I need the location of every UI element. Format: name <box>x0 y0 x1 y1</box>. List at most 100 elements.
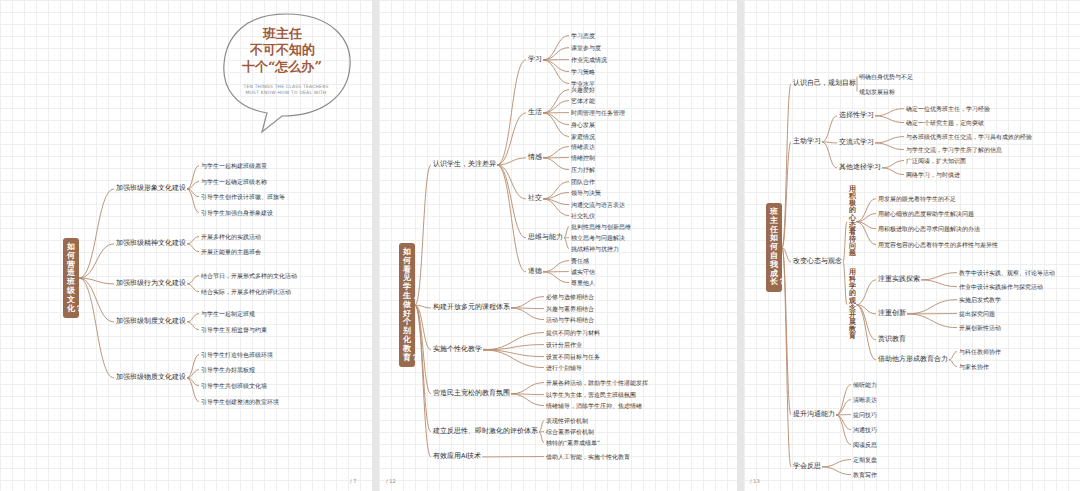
leaf-topic: 学习策略 <box>570 68 596 75</box>
topic-text: 学习 <box>528 56 542 64</box>
branch-line <box>949 352 957 360</box>
leaf-topic: 以学生为主体，营造民主班级氛围 <box>545 391 637 398</box>
topic-text: 独特的“素养成绩单” <box>546 439 600 446</box>
branch-line <box>543 147 569 158</box>
topic-text: 引导学生加强自身形象建设 <box>201 209 273 216</box>
topic-text: 情感 <box>528 154 542 162</box>
leaf-topic: 与学生一起构建班级愿景 <box>200 162 268 169</box>
topic-text: 尊重他人 <box>571 279 595 286</box>
topic-text: 与科任教师协作 <box>959 348 1001 355</box>
leaf-topic: 教育写作 <box>852 471 878 478</box>
topic-text: 阅读反思 <box>853 441 877 448</box>
branch-line <box>907 300 957 314</box>
topic-text: 学习态度 <box>571 32 595 39</box>
branch-line <box>497 113 526 165</box>
topic-text: 改变心态与观念 <box>793 258 842 266</box>
branch-line <box>857 214 877 222</box>
branch-line <box>782 142 791 248</box>
leaf-topic: 情绪控制 <box>570 154 596 161</box>
topic-text: 倾听能力 <box>853 381 877 388</box>
leaf-topic: 确定一个研究主题，定向突破 <box>905 119 985 126</box>
leaf-topic: 确定一位优秀班主任，学习经验 <box>905 105 991 112</box>
branch-line <box>543 261 569 272</box>
topic-text: 注重创新 <box>878 310 906 318</box>
topic-text: 加强班级精神文化建设 <box>116 240 186 248</box>
branch-line <box>543 193 569 199</box>
branch-line <box>949 360 957 367</box>
branch-line <box>483 333 544 350</box>
topic-text: 压力抒解 <box>571 166 595 173</box>
topic-text: 活动与学科相结合 <box>546 316 594 323</box>
leaf-topic: 用发展的眼光看待学生的不足 <box>877 195 957 202</box>
leaf-topic: 与学生交流，学习学生所了解的信息 <box>905 146 1003 153</box>
topic-text: 引导学生互相监督与约束 <box>201 326 267 333</box>
leaf-topic: 沟通技巧 <box>852 426 878 433</box>
topic-text: 提供不同的学习材料 <box>546 329 600 336</box>
branch-line <box>907 314 957 328</box>
branch-line <box>79 189 114 278</box>
leaf-topic: 艺体才能 <box>570 97 596 104</box>
topic-text: 情绪控制 <box>571 154 595 161</box>
topic-text: 必修与选修相结合 <box>546 293 594 300</box>
page-number: / 7 <box>350 478 356 484</box>
branch-line <box>543 101 569 113</box>
topic-text: 作业中设计实践操作与探究活动 <box>959 283 1043 290</box>
leaf-topic: 作业完成情况 <box>570 56 608 63</box>
topic-text: 有效应用AI技术 <box>433 453 481 461</box>
topic-text: 营造民主宽松的教育氛围 <box>433 390 510 398</box>
leaf-topic: 引导学生办好黑板报 <box>200 366 256 373</box>
branch-line <box>187 166 199 189</box>
leaf-topic: 定期复盘 <box>852 456 878 463</box>
topic-text: 进行个别辅导 <box>546 364 582 371</box>
leaf-topic: 引导学生共创班级文化墙 <box>200 382 268 389</box>
topic-text: 表现性评价机制 <box>546 417 588 424</box>
leaf-topic: 设置不同目标与任务 <box>545 353 601 360</box>
branch-line <box>843 262 847 305</box>
topic-text: 加强班级物质文化建设 <box>116 374 186 382</box>
topic-text: 赏识教育 <box>878 336 906 344</box>
leaf-topic: 开展多样化的实践活动 <box>200 233 262 240</box>
branch-line <box>543 113 569 125</box>
topic-text: 引导学生打造特色班级环境 <box>201 351 273 358</box>
leaf-topic: 兴趣与素养相结合 <box>545 305 595 312</box>
branch-line <box>187 355 199 378</box>
branch-line <box>511 383 544 394</box>
leaf-topic: 阅读反思 <box>852 441 878 448</box>
branch-line <box>822 460 851 467</box>
leaf-topic: 诚实守信 <box>570 268 596 275</box>
branch-line <box>836 415 851 430</box>
leaf-topic: 开展正能量的主题班会 <box>200 248 262 255</box>
branch-line <box>187 322 199 330</box>
branch-line <box>543 158 569 170</box>
topic-text: 与家长协作 <box>959 363 989 370</box>
branch-topic: 加强班级制度文化建设 <box>115 318 187 326</box>
topic-text: 其他途径学习 <box>839 164 881 172</box>
leaf-topic: 家庭情况 <box>570 133 596 140</box>
branch-topic: 加强班级形象文化建设 <box>115 185 187 193</box>
branch-line <box>822 116 837 142</box>
leaf-topic: 开展创新性活动 <box>958 324 1002 331</box>
topic-text: 结合实际，开展多样化的评比活动 <box>201 288 291 295</box>
leaf-topic: 必修与选修相结合 <box>545 293 595 300</box>
topic-text: 生活 <box>528 109 542 117</box>
branch-topic: 交流式学习 <box>838 139 875 147</box>
branch-line <box>187 378 199 402</box>
branch-line <box>483 350 544 368</box>
branch-line <box>497 60 526 165</box>
topic-text: 沟通技巧 <box>853 426 877 433</box>
branch-topic: 学习 <box>527 56 543 64</box>
branch-line <box>79 244 114 278</box>
branch-topic: 认识自己，规划目标 <box>792 80 857 88</box>
topic-text: 课堂参与度 <box>571 44 601 51</box>
leaf-topic: 网络学习，与时俱进 <box>905 171 961 178</box>
branch-topic: 认识学生，关注差异 <box>432 161 497 169</box>
leaf-topic: 学习态度 <box>570 32 596 39</box>
branch-line <box>875 109 904 116</box>
leaf-topic: 独特的“素养成绩单” <box>545 439 601 446</box>
branch-line <box>497 165 526 199</box>
branch-topic: 社交 <box>527 195 543 203</box>
topic-text: 借助他方形成教育合力 <box>878 356 948 364</box>
branch-line <box>857 305 877 360</box>
branch-topic: 构建开放多元的课程体系 <box>432 304 511 312</box>
branch-topic: 有效应用AI技术 <box>432 453 482 461</box>
